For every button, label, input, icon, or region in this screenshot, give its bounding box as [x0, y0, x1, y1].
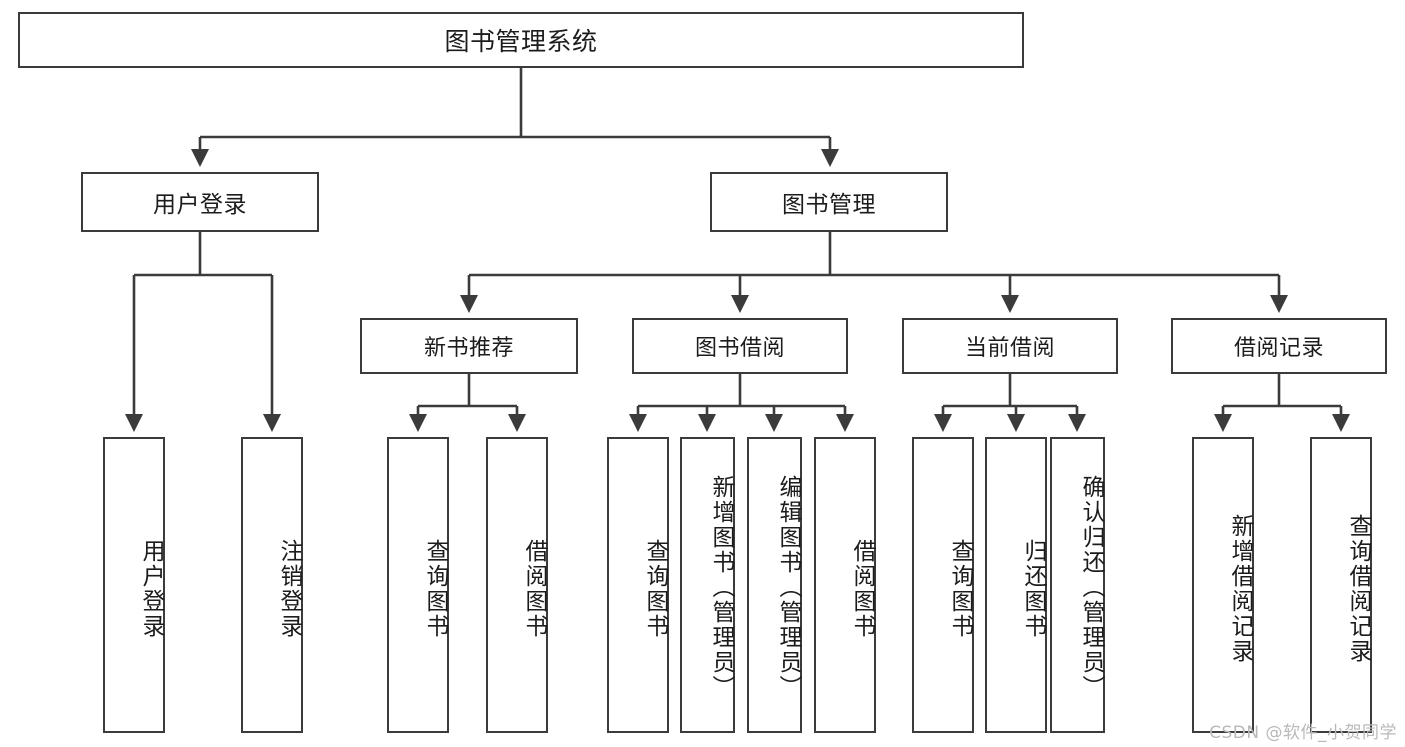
node-current-borrow[interactable]: 当前借阅 — [902, 318, 1118, 374]
node-user-login[interactable]: 用户登录 — [81, 172, 319, 232]
node-current-borrow-label: 当前借阅 — [964, 336, 1055, 361]
node-user-login-label: 用户登录 — [153, 192, 247, 218]
node-root[interactable]: 图书管理系统 — [18, 12, 1024, 68]
leaf-query-record[interactable]: 查询借阅记录 — [1310, 437, 1372, 733]
leaf-query-book-2-label: 查询图书 — [642, 539, 668, 639]
node-root-label: 图书管理系统 — [444, 27, 598, 56]
node-book-management-label: 图书管理 — [782, 192, 876, 218]
leaf-add-book[interactable]: 新增图书（管理员） — [680, 437, 735, 733]
leaf-confirm-return[interactable]: 确认归还（管理员） — [1050, 437, 1105, 733]
leaf-query-book-1[interactable]: 查询图书 — [387, 437, 449, 733]
leaf-edit-book-label: 编辑图书（管理员） — [775, 474, 801, 700]
leaf-query-book-2[interactable]: 查询图书 — [607, 437, 669, 733]
node-borrow-record-label: 借阅记录 — [1233, 336, 1324, 361]
node-book-borrow-label: 图书借阅 — [694, 336, 785, 361]
leaf-return-book[interactable]: 归还图书 — [985, 437, 1047, 733]
leaf-confirm-return-label: 确认归还（管理员） — [1078, 474, 1104, 700]
watermark: CSDN @软件_小贺同学 — [1209, 723, 1397, 743]
leaf-user-login-label: 用户登录 — [138, 539, 164, 639]
node-new-book-recommend[interactable]: 新书推荐 — [360, 318, 578, 374]
node-book-management[interactable]: 图书管理 — [710, 172, 948, 232]
leaf-query-book-1-label: 查询图书 — [422, 539, 448, 639]
node-book-borrow[interactable]: 图书借阅 — [632, 318, 848, 374]
leaf-query-book-3-label: 查询图书 — [947, 539, 973, 639]
leaf-borrow-book-2-label: 借阅图书 — [849, 539, 875, 639]
leaf-logout[interactable]: 注销登录 — [241, 437, 303, 733]
node-new-book-recommend-label: 新书推荐 — [423, 336, 514, 361]
leaf-borrow-book-1[interactable]: 借阅图书 — [486, 437, 548, 733]
leaf-add-book-label: 新增图书（管理员） — [708, 474, 734, 700]
leaf-logout-label: 注销登录 — [276, 539, 302, 639]
leaf-add-record[interactable]: 新增借阅记录 — [1192, 437, 1254, 733]
node-borrow-record[interactable]: 借阅记录 — [1171, 318, 1387, 374]
leaf-user-login[interactable]: 用户登录 — [103, 437, 165, 733]
leaf-query-book-3[interactable]: 查询图书 — [912, 437, 974, 733]
leaf-add-record-label: 新增借阅记录 — [1227, 514, 1253, 664]
leaf-query-record-label: 查询借阅记录 — [1345, 514, 1371, 664]
leaf-borrow-book-1-label: 借阅图书 — [521, 539, 547, 639]
leaf-borrow-book-2[interactable]: 借阅图书 — [814, 437, 876, 733]
leaf-return-book-label: 归还图书 — [1020, 539, 1046, 639]
leaf-edit-book[interactable]: 编辑图书（管理员） — [747, 437, 802, 733]
